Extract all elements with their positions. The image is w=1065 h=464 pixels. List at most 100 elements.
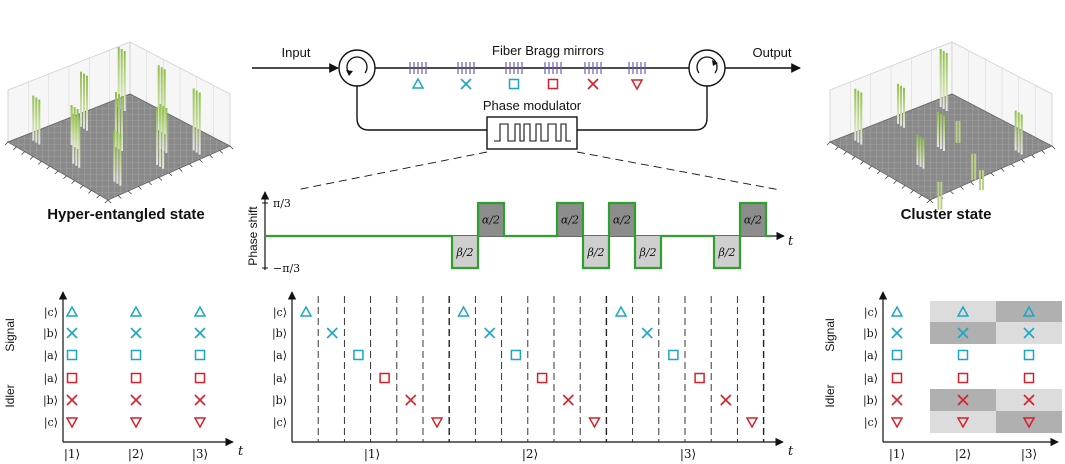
cross-icon (66, 327, 78, 339)
cross-icon (326, 327, 338, 339)
phase-modulator-label: Phase modulator (483, 98, 582, 113)
beta-pulse (635, 236, 661, 268)
square-icon (891, 372, 903, 384)
cross-icon (957, 394, 969, 406)
density-spike (160, 67, 163, 133)
density-spike (897, 83, 899, 124)
square-icon (957, 372, 969, 384)
density-spike (945, 53, 948, 111)
time-bin-label: |1⟩ (64, 447, 80, 461)
square-icon (194, 349, 206, 361)
ytick-top: π/3 (273, 197, 291, 210)
triangle-down-icon (588, 417, 601, 429)
triangle-up-icon (614, 305, 628, 317)
circulator-right-icon (688, 49, 726, 87)
density-spike (195, 90, 198, 153)
time-bin-label: |3⟩ (192, 447, 208, 461)
cluster-state-title: Cluster state (901, 206, 992, 223)
phase-t-label: t (788, 234, 794, 249)
square-icon (66, 349, 78, 361)
density-spike (922, 138, 925, 169)
hyper-t-label: t (238, 444, 244, 459)
hyper-entangled-title: Hyper-entangled state (47, 206, 205, 223)
cross-icon (194, 394, 206, 406)
square-icon (353, 349, 364, 361)
cross-icon (641, 327, 653, 339)
square-icon (130, 372, 142, 384)
cross-icon (587, 78, 599, 90)
triangle-up-icon (457, 305, 470, 317)
alpha-pulse (740, 203, 766, 236)
phase-waveform (265, 201, 772, 270)
density-spike (115, 92, 117, 147)
density-spike (198, 92, 201, 155)
density-spike (159, 104, 162, 149)
density-spike (123, 51, 126, 111)
time-bin-label: |2⟩ (955, 447, 971, 461)
cross-icon (1023, 327, 1035, 339)
density-spike (118, 94, 120, 149)
beta-pulse (452, 236, 478, 268)
cross-icon (891, 394, 903, 406)
density-spike (1020, 114, 1023, 155)
density-spike (192, 88, 195, 151)
mode-label: |c⟩ (44, 306, 58, 320)
density-spike (163, 69, 166, 135)
cross-icon (460, 78, 472, 90)
density-spike (919, 136, 922, 167)
density-spike (943, 116, 945, 151)
triangle-up-icon (411, 77, 425, 89)
triangle-up-icon (129, 305, 143, 317)
cross-icon (66, 394, 78, 406)
density-spike (939, 49, 942, 107)
time-bin-label: |2⟩ (522, 447, 538, 461)
density-spike-negative (971, 153, 974, 180)
mode-label: |b⟩ (863, 327, 878, 341)
square-icon (668, 349, 679, 361)
hyper-idler-label: Idler (3, 384, 17, 407)
density-spike (120, 49, 123, 109)
square-icon (1023, 372, 1035, 384)
cluster-cell (996, 411, 1062, 433)
density-spike (80, 71, 82, 127)
density-spike (860, 92, 863, 145)
triangle-down-icon (1022, 417, 1036, 429)
mode-label: |b⟩ (43, 394, 58, 408)
mode-label: |c⟩ (864, 416, 878, 430)
density-spike (86, 75, 88, 131)
mode-label: |a⟩ (272, 372, 287, 386)
triangle-down-icon (129, 417, 143, 429)
mode-label: |a⟩ (43, 372, 58, 386)
mode-label: |b⟩ (272, 327, 287, 341)
cross-icon (562, 394, 574, 406)
density-spike-negative (979, 170, 981, 191)
time-bin-label: |1⟩ (364, 447, 380, 461)
pulse-label: β/2 (455, 246, 473, 259)
hyper-signal-label: Signal (3, 318, 17, 351)
cluster-cell (996, 301, 1062, 323)
circulator-left-icon (338, 49, 376, 87)
mode-label: |a⟩ (43, 349, 58, 363)
mode-label: |b⟩ (43, 327, 58, 341)
density-spike (942, 51, 945, 109)
triangle-down-icon (630, 79, 644, 91)
density-spike (916, 134, 919, 165)
triangle-up-icon (956, 305, 970, 317)
pulse-label: α/2 (744, 214, 762, 227)
square-icon (194, 372, 206, 384)
cluster-cell (930, 301, 996, 323)
ytick-bottom: −π/3 (273, 262, 300, 275)
density-spike (72, 113, 75, 164)
cross-icon (130, 327, 142, 339)
mode-label: |b⟩ (863, 394, 878, 408)
square-icon (1023, 349, 1035, 361)
density-spike (903, 87, 905, 128)
density-spike (119, 133, 122, 186)
cross-icon (130, 394, 142, 406)
cross-icon (1023, 394, 1035, 406)
density-spike (116, 131, 119, 184)
mode-label: |c⟩ (44, 416, 58, 430)
triangle-up-icon (1022, 305, 1036, 317)
bragg-gratings (409, 62, 646, 74)
